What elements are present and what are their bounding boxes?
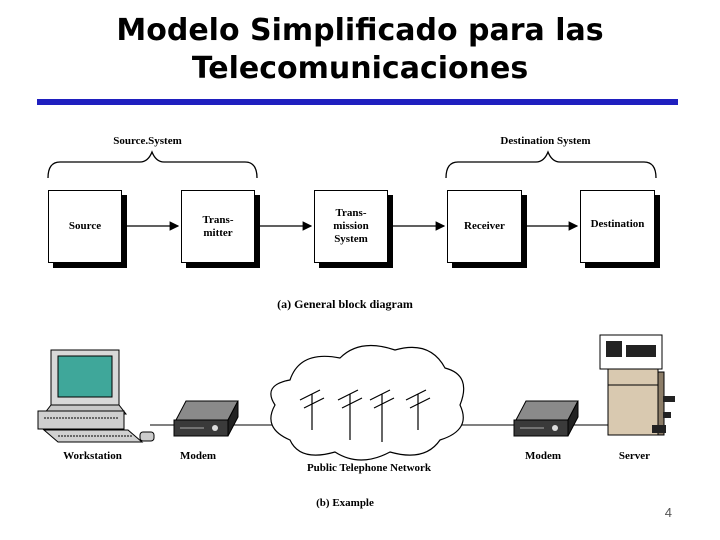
general-diagram-caption: (a) General block diagram: [277, 297, 413, 311]
modem-left-label: Modem: [179, 450, 217, 462]
server-label: Server: [618, 450, 651, 462]
block-transmission-system: Trans- mission System: [314, 190, 388, 263]
block-source: Source: [48, 190, 122, 263]
block-transmitter-label: Trans- mitter: [202, 213, 234, 239]
title-line-1: Modelo Simplificado para las: [116, 13, 604, 48]
workstation-icon: [37, 349, 155, 443]
block-transmission-system-label: Trans- mission System: [333, 207, 369, 245]
block-destination-label: Destination: [590, 218, 645, 230]
destination-system-label: Destination System: [500, 135, 591, 147]
workstation-label: Workstation: [63, 450, 122, 462]
block-source-label: Source: [68, 220, 102, 232]
modem-right-icon: [513, 400, 579, 437]
network-cloud-icon: [270, 344, 465, 461]
title-underline: [37, 99, 678, 105]
network-label: Public Telephone Network: [306, 462, 432, 474]
block-receiver-label: Receiver: [464, 220, 505, 232]
page-number: 4: [664, 505, 672, 520]
source-system-label: Source.System: [113, 135, 182, 147]
modem-right-label: Modem: [524, 450, 562, 462]
destination-system-brace: [445, 150, 657, 179]
block-destination: Destination: [580, 190, 655, 263]
server-icon: [599, 334, 675, 436]
title-line-2: Telecomunicaciones: [191, 51, 529, 86]
block-transmitter: Trans- mitter: [181, 190, 255, 263]
example-caption: (b) Example: [316, 497, 374, 509]
modem-left-icon: [173, 400, 239, 437]
block-receiver: Receiver: [447, 190, 522, 263]
source-system-brace: [47, 150, 258, 179]
slide-title: Modelo Simplificado para las Telecomunic…: [0, 12, 720, 88]
